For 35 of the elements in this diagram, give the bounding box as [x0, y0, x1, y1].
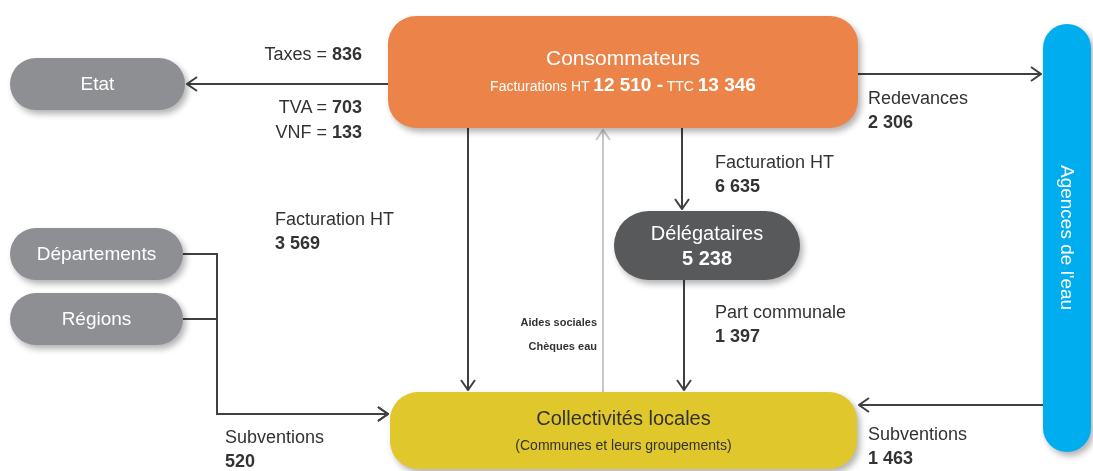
entity-box: [10, 228, 183, 280]
node-text: Etat: [80, 72, 115, 96]
node-text: 5 238: [681, 245, 733, 271]
arrow: [674, 127, 690, 210]
arrow: [857, 66, 1042, 82]
arrow: [595, 129, 611, 393]
amount-label: TVA = 703: [277, 96, 362, 119]
process-box: [388, 16, 858, 128]
process-box: [614, 211, 800, 280]
arrow: [182, 318, 389, 422]
amount-label: VNF = 133: [274, 121, 362, 144]
node-text: (Communes et leurs groupements): [515, 435, 732, 455]
arrow: [676, 279, 692, 391]
entity-box: [10, 58, 185, 110]
edge-label: Facturation HT 6 635: [715, 151, 835, 198]
edge-label: Aides sociales Chèques eau: [519, 315, 597, 354]
edge-label: Subventions 520: [225, 426, 326, 471]
arrow: [186, 76, 389, 92]
edge-label: Part communale 1 397: [715, 301, 848, 348]
node-text: Régions: [61, 307, 132, 331]
arrow: [460, 127, 476, 391]
node-text: Facturations HT 12 510 - TTC 13 346: [490, 72, 756, 97]
edge-label: Subventions 1 463: [868, 423, 969, 470]
arrow: [858, 397, 1044, 413]
node-text: Agences de l'eau: [1055, 165, 1079, 311]
entity-bar: [1043, 24, 1091, 452]
node-text: Délégataires: [650, 220, 764, 246]
edge-label: Facturation HT 3 569: [275, 208, 395, 255]
edge-label: Taxes = 836: [263, 43, 362, 66]
node-text: Collectivités locales: [536, 405, 711, 431]
process-box: [390, 392, 857, 469]
entity-box: [10, 293, 183, 345]
node-text: Consommateurs: [545, 44, 701, 71]
edge-label: Redevances 2 306: [868, 87, 970, 134]
node-text: Départements: [36, 242, 157, 266]
